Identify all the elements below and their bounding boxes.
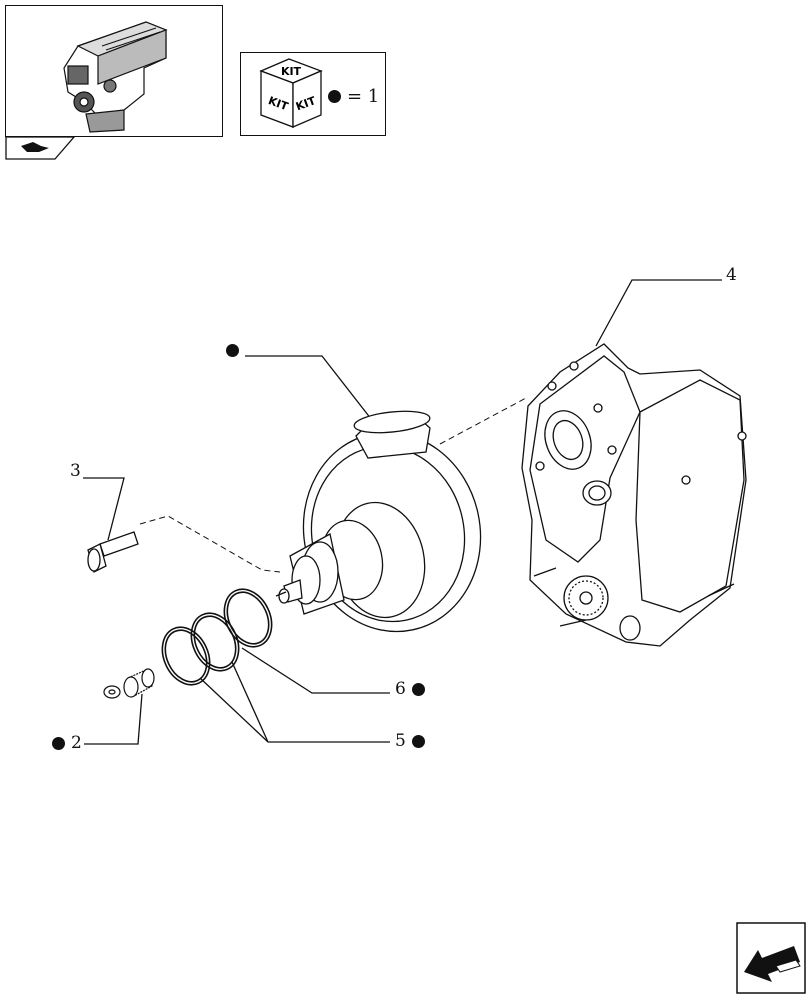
leader-line-6 bbox=[241, 647, 390, 694]
callout-3: 3 bbox=[70, 463, 81, 480]
filled-dot-icon bbox=[411, 683, 425, 696]
gear-housing-part bbox=[521, 343, 747, 647]
callout-2: 2 bbox=[52, 735, 82, 752]
leader-line-4 bbox=[595, 279, 722, 347]
axis-bolt bbox=[139, 515, 281, 573]
kit-box-icon: KIT KIT KIT bbox=[259, 58, 323, 128]
callout-6: 6 bbox=[395, 681, 425, 698]
bolt-part bbox=[87, 531, 139, 573]
kit-label-top: KIT bbox=[281, 65, 302, 78]
filled-dot-icon bbox=[226, 344, 239, 357]
leader-line-3 bbox=[83, 477, 125, 541]
callout-4-text: 4 bbox=[726, 265, 737, 285]
leader-line-5 bbox=[199, 661, 390, 743]
next-page-button[interactable] bbox=[736, 922, 806, 994]
callout-4: 4 bbox=[726, 267, 737, 284]
pinion-gear-part bbox=[103, 668, 155, 699]
callout-5-text: 5 bbox=[395, 731, 406, 751]
callout-6-text: 6 bbox=[395, 679, 406, 699]
callout-3-text: 3 bbox=[70, 461, 81, 481]
filled-dot-icon bbox=[328, 90, 341, 103]
kit-legend: KIT KIT KIT bbox=[240, 52, 386, 136]
leader-line-2 bbox=[84, 693, 143, 745]
leader-line-kit bbox=[245, 355, 376, 425]
kit-equation: = 1 bbox=[328, 86, 379, 107]
callout-kit-marker bbox=[226, 344, 245, 357]
arrow-right-icon bbox=[21, 142, 49, 152]
callout-2-text: 2 bbox=[71, 733, 82, 753]
nav-tab[interactable] bbox=[5, 136, 75, 160]
o-rings-part bbox=[161, 588, 273, 686]
engine-thumbnail bbox=[5, 5, 223, 137]
axis-housing bbox=[439, 397, 527, 445]
arrow-next-page-icon bbox=[744, 946, 801, 982]
engine-icon bbox=[63, 21, 168, 133]
callout-5: 5 bbox=[395, 733, 425, 750]
pump-housing-part bbox=[275, 410, 482, 633]
kit-equation-text: = 1 bbox=[347, 86, 380, 107]
filled-dot-icon bbox=[52, 737, 65, 750]
filled-dot-icon bbox=[411, 735, 425, 748]
